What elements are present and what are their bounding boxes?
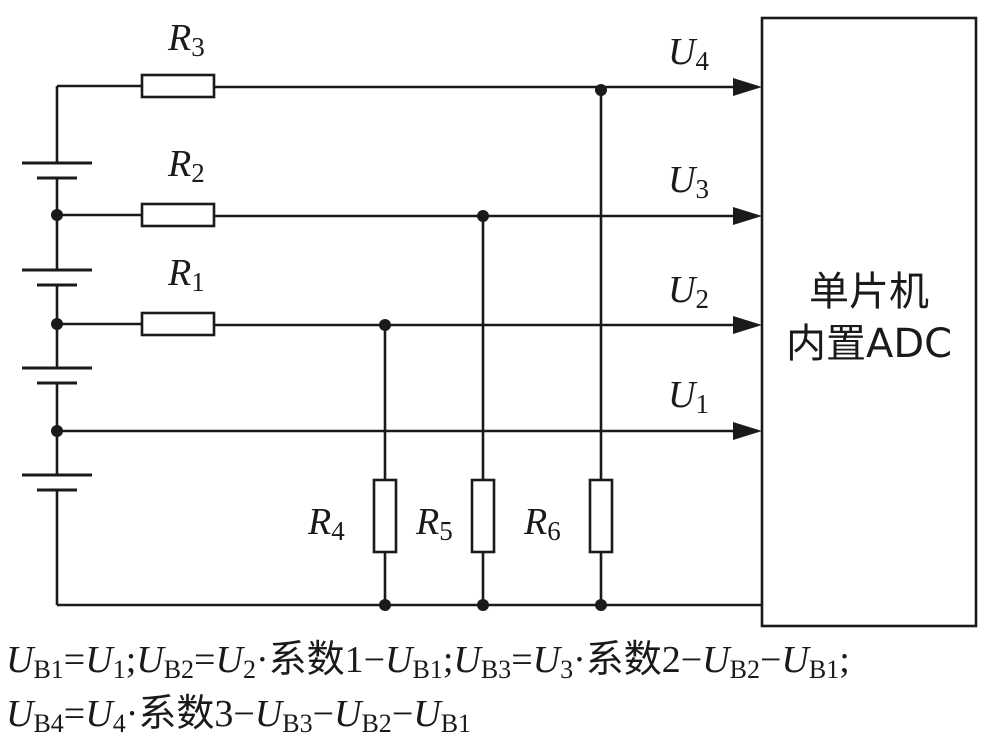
resistor-r1 — [140, 311, 216, 337]
resistor-r2 — [140, 202, 216, 228]
label-u3: U3 — [668, 159, 709, 204]
formula-line-1: UB1=U1;UB2=U2·系数1−UB1;UB3=U3·系数2−UB2−UB1… — [6, 639, 850, 684]
mcu-label-line1: 单片机 — [809, 269, 929, 315]
label-r1: R1 — [167, 252, 205, 297]
label-u4: U4 — [668, 31, 709, 76]
arrow-u2 — [733, 316, 762, 334]
resistor-r4 — [372, 478, 398, 554]
junction-dot — [595, 599, 607, 611]
junction-dot — [379, 319, 391, 331]
junction-dot — [379, 599, 391, 611]
label-r5: R5 — [415, 501, 453, 546]
label-r6: R6 — [523, 501, 561, 546]
line-u3 — [57, 202, 762, 228]
line-u1 — [57, 422, 762, 440]
battery-string — [22, 86, 92, 605]
resistor-r3 — [140, 73, 216, 99]
label-u2: U2 — [668, 269, 709, 314]
line-u2 — [57, 311, 762, 337]
junction-dots — [51, 84, 607, 611]
mcu-block — [760, 16, 978, 628]
junction-dot — [51, 318, 63, 330]
branch-r4 — [372, 325, 398, 605]
junction-dot — [477, 599, 489, 611]
formula-line-2: UB4=U4·系数3−UB3−UB2−UB1 — [6, 693, 472, 738]
junction-dot — [51, 209, 63, 221]
junction-dot — [51, 425, 63, 437]
branch-r5 — [470, 216, 496, 605]
label-u1: U1 — [668, 374, 709, 419]
label-r3: R3 — [167, 17, 205, 62]
mcu-label-line2: 内置ADC — [786, 321, 952, 367]
junction-dot — [477, 210, 489, 222]
resistor-r5 — [470, 478, 496, 554]
label-r2: R2 — [167, 143, 205, 188]
junction-dot — [595, 84, 607, 96]
branch-r6 — [588, 87, 614, 605]
arrow-u3 — [733, 207, 762, 225]
resistor-r6 — [588, 478, 614, 554]
label-r4: R4 — [307, 501, 345, 546]
arrow-u1 — [733, 422, 762, 440]
arrow-u4 — [733, 78, 762, 96]
line-u4 — [57, 73, 762, 99]
